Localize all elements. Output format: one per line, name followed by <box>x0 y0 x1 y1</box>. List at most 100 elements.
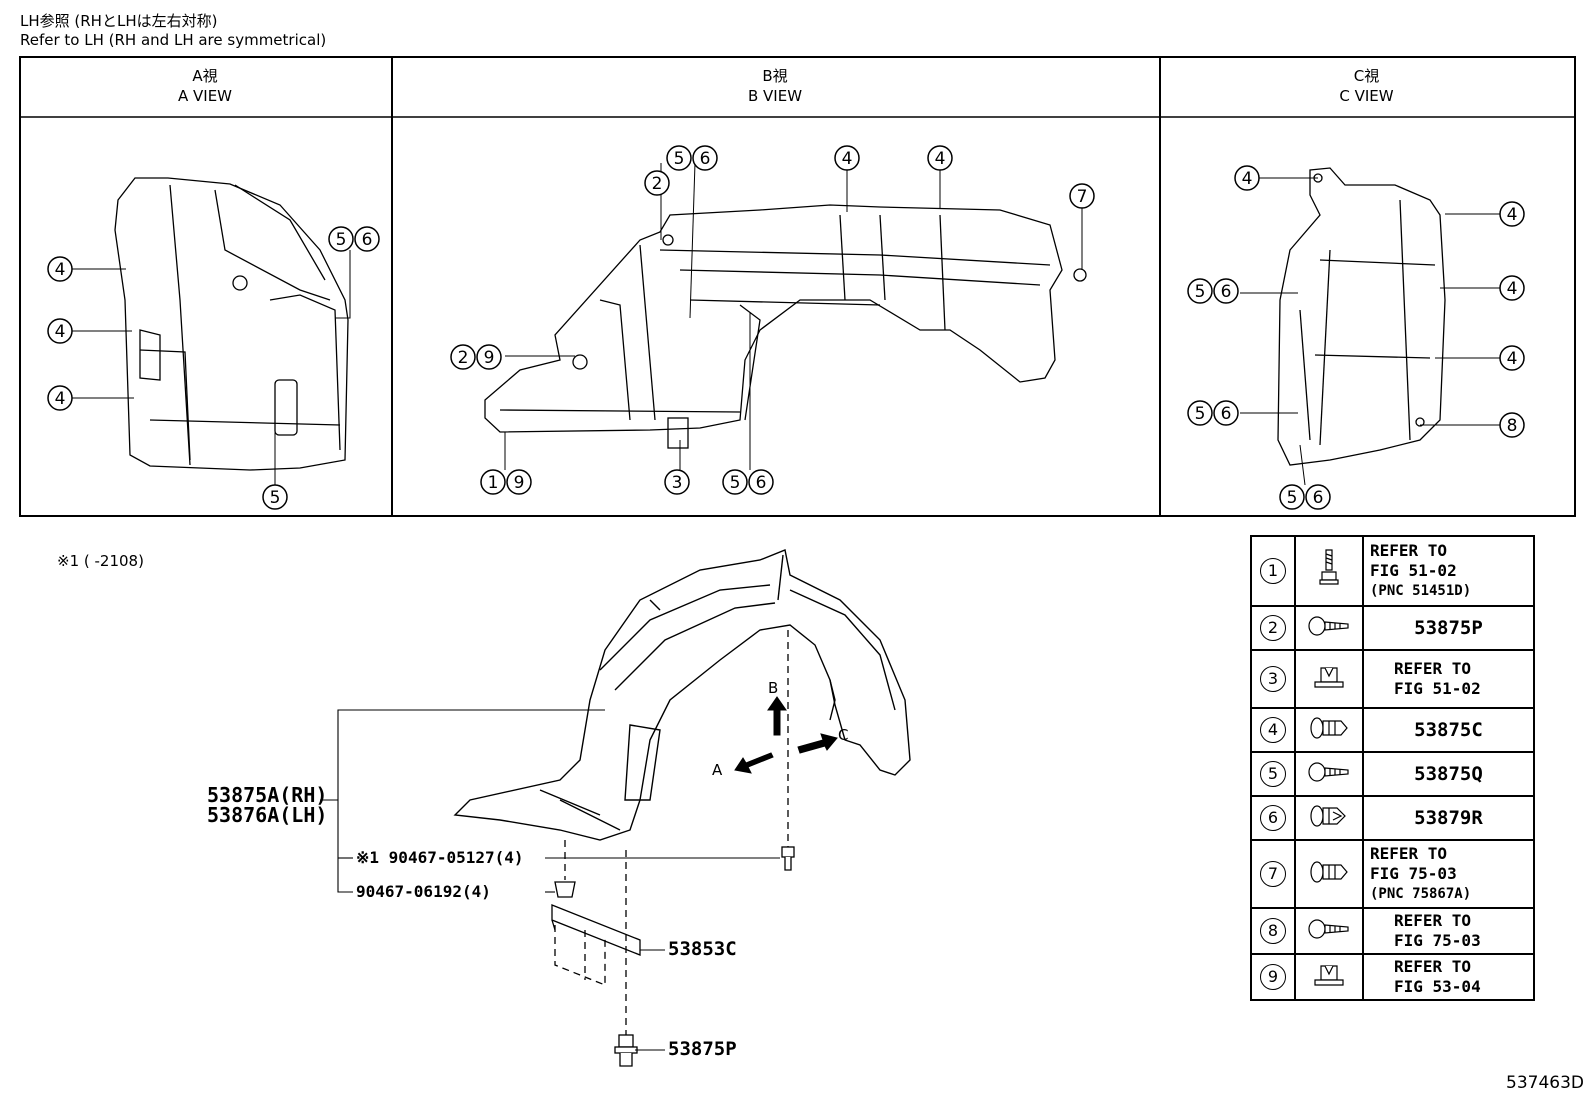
views-frame <box>19 56 1576 517</box>
c-view-liner <box>1277 167 1446 466</box>
callout-c-4-r3: 4 <box>1499 345 1525 371</box>
callout-c-5-6-mid: 5 6 <box>1187 278 1239 304</box>
note-label: ※1 ( -2108) <box>57 552 144 570</box>
svg-text:6: 6 <box>362 230 373 250</box>
label-seal: 53853C <box>668 938 737 960</box>
arrow-b <box>767 696 787 736</box>
header-jp: LH参照 (RHとLHは左右対称) <box>20 12 218 30</box>
svg-text:6: 6 <box>756 473 767 493</box>
callout-b-5-6-top: 5 6 <box>666 145 718 171</box>
label-bolt: 53875P <box>668 1038 737 1060</box>
legend-num: 2 <box>1260 615 1286 641</box>
callout-a-5-6: 5 6 <box>328 226 380 252</box>
part-leaders <box>320 709 780 1051</box>
view-leaders <box>72 162 1500 486</box>
push-clip-icon <box>1294 839 1364 909</box>
arrow-labels: B A C <box>712 679 848 779</box>
svg-text:2: 2 <box>652 174 663 194</box>
svg-text:5: 5 <box>336 230 347 250</box>
push-clip-icon <box>1294 795 1364 841</box>
legend-num: 6 <box>1260 805 1286 831</box>
callout-b-2-9: 2 9 <box>450 344 502 370</box>
svg-text:6: 6 <box>1221 404 1232 424</box>
svg-text:4: 4 <box>935 149 946 169</box>
svg-text:5: 5 <box>1195 282 1206 302</box>
legend-num: 3 <box>1260 666 1286 692</box>
svg-text:5: 5 <box>1287 488 1298 508</box>
callout-a-4-2: 4 <box>47 318 73 344</box>
svg-text:5: 5 <box>730 473 741 493</box>
screw-icon <box>1294 907 1364 955</box>
svg-text:4: 4 <box>1507 349 1518 369</box>
callout-b-4-1: 4 <box>834 145 860 171</box>
screw-icon <box>1294 751 1364 797</box>
legend-row: 5 53875Q <box>1250 751 1535 797</box>
svg-text:5: 5 <box>1195 404 1206 424</box>
svg-text:6: 6 <box>700 149 711 169</box>
screw-part <box>781 846 795 871</box>
svg-text:9: 9 <box>484 348 495 368</box>
label-clip: 90467-06192(4) <box>356 882 491 901</box>
svg-text:A: A <box>712 761 723 779</box>
bolt-part <box>614 1034 638 1067</box>
svg-text:3: 3 <box>672 473 683 493</box>
svg-text:C: C <box>838 726 848 744</box>
svg-text:5: 5 <box>270 488 281 508</box>
label-liner-lh: 53876A(LH) <box>207 803 328 827</box>
label-screw-note: ※1 90467-05127(4) <box>356 848 524 867</box>
label-liner-rh: 53875A(RH) <box>207 783 328 807</box>
legend-num: 4 <box>1260 717 1286 743</box>
nut-clip-icon <box>1294 649 1364 709</box>
fender-liner <box>453 549 911 841</box>
legend-row: 6 53879R <box>1250 795 1535 841</box>
callout-c-5-6-low: 5 6 <box>1187 400 1239 426</box>
legend-num: 5 <box>1260 761 1286 787</box>
callout-b-4-2: 4 <box>927 145 953 171</box>
svg-text:B: B <box>768 679 778 697</box>
bolt-icon <box>1294 535 1364 607</box>
svg-text:4: 4 <box>1507 279 1518 299</box>
svg-text:4: 4 <box>842 149 853 169</box>
clip-part <box>554 881 576 898</box>
svg-text:4: 4 <box>55 322 66 342</box>
nut-clip-icon <box>1294 953 1364 1001</box>
svg-text:1: 1 <box>488 473 499 493</box>
arrow-c <box>797 733 838 754</box>
svg-text:8: 8 <box>1507 416 1518 436</box>
figure-id: 537463D <box>1506 1073 1584 1093</box>
callout-b-2: 2 <box>644 170 670 196</box>
svg-text:4: 4 <box>55 389 66 409</box>
legend-num: 9 <box>1260 964 1286 990</box>
callout-c-4-top: 4 <box>1234 165 1260 191</box>
svg-text:5: 5 <box>674 149 685 169</box>
callout-c-5-6-bottom: 5 6 <box>1279 484 1331 510</box>
header-en: Refer to LH (RH and LH are symmetrical) <box>20 31 327 49</box>
a-view-liner <box>114 177 349 471</box>
arrow-a <box>734 752 774 774</box>
svg-text:6: 6 <box>1221 282 1232 302</box>
legend-num: 7 <box>1260 861 1286 887</box>
svg-text:6: 6 <box>1313 488 1324 508</box>
callout-b-3: 3 <box>664 469 690 495</box>
callout-a-4-1: 4 <box>47 256 73 282</box>
legend-num: 8 <box>1260 918 1286 944</box>
callout-a-4-3: 4 <box>47 385 73 411</box>
legend-row: 2 53875P <box>1250 605 1535 651</box>
svg-text:9: 9 <box>514 473 525 493</box>
svg-text:4: 4 <box>1507 205 1518 225</box>
callout-c-4-r2: 4 <box>1499 275 1525 301</box>
svg-text:7: 7 <box>1077 187 1088 207</box>
b-view-liner <box>484 204 1087 449</box>
push-clip-icon <box>1294 707 1364 753</box>
view-arrows <box>734 696 838 774</box>
callout-b-5-6-bottom: 5 6 <box>722 469 774 495</box>
seal-part <box>551 904 641 956</box>
svg-text:2: 2 <box>458 348 469 368</box>
